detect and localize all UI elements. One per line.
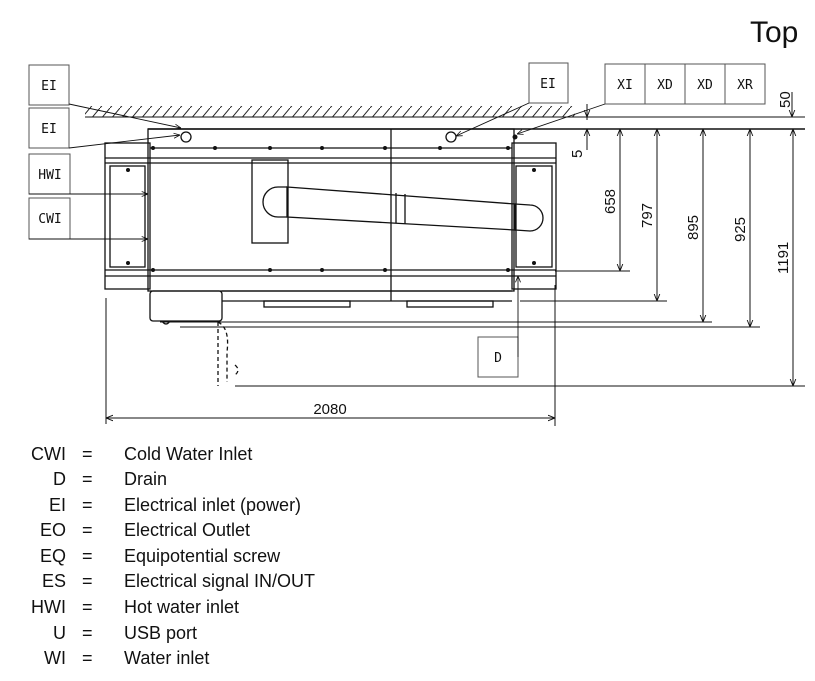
machine-screws bbox=[126, 134, 536, 272]
legend-desc: Hot water inlet bbox=[124, 597, 240, 617]
callout-xd-1: XD bbox=[657, 78, 673, 93]
callout-xd-2: XD bbox=[697, 78, 713, 93]
legend-desc: Cold Water Inlet bbox=[124, 444, 253, 464]
callout-xr: XR bbox=[737, 78, 753, 93]
dim-658: 658 bbox=[602, 189, 619, 214]
legend-eq: = bbox=[82, 648, 93, 668]
legend-desc: Water inlet bbox=[124, 648, 210, 668]
dim-895: 895 bbox=[685, 215, 702, 240]
callout-ei-2: EI bbox=[41, 122, 57, 137]
callout-cwi: CWI bbox=[38, 212, 61, 227]
legend-abbr: HWI bbox=[31, 597, 66, 617]
legend-eq: = bbox=[82, 469, 93, 489]
legend-desc: USB port bbox=[124, 623, 198, 643]
legend-abbr: ES bbox=[41, 571, 66, 591]
callout-hwi: HWI bbox=[38, 168, 61, 183]
legend-desc: Equipotential screw bbox=[124, 546, 281, 566]
legend-abbr: EQ bbox=[39, 546, 66, 566]
view-title: Top bbox=[750, 16, 798, 49]
legend-eq: = bbox=[82, 546, 93, 566]
leader-lines bbox=[29, 102, 606, 357]
legend-desc: Electrical signal IN/OUT bbox=[124, 571, 316, 591]
callout-xi: XI bbox=[617, 78, 633, 93]
legend-eq: = bbox=[82, 444, 93, 464]
legend-eq: = bbox=[82, 623, 93, 643]
dim-50: 50 bbox=[777, 91, 794, 108]
legend-abbr: WI bbox=[44, 648, 66, 668]
callout-drain: D bbox=[494, 351, 502, 366]
legend-eq: = bbox=[82, 571, 93, 591]
dim-1191: 1191 bbox=[775, 242, 792, 274]
callout-ei-top: EI bbox=[540, 77, 556, 92]
legend-eq: = bbox=[82, 597, 93, 617]
legend-abbr: CWI bbox=[31, 444, 66, 464]
dim-5: 5 bbox=[569, 150, 586, 158]
legend-abbr: EI bbox=[48, 495, 66, 515]
legend-desc: Electrical Outlet bbox=[124, 520, 251, 540]
legend-abbr: EO bbox=[39, 520, 66, 540]
legend-eq: = bbox=[82, 520, 93, 540]
callout-boxes bbox=[28, 62, 766, 378]
dim-2080: 2080 bbox=[313, 401, 346, 418]
legend-desc: Drain bbox=[124, 469, 168, 489]
machine-outline bbox=[104, 128, 557, 386]
legend-desc: Electrical inlet (power) bbox=[124, 495, 302, 515]
dim-797: 797 bbox=[639, 203, 656, 228]
wall bbox=[85, 106, 805, 130]
top-view-drawing: Top bbox=[28, 16, 805, 426]
legend-eq: = bbox=[82, 495, 93, 515]
dim-925: 925 bbox=[732, 217, 749, 242]
legend-abbr: U bbox=[53, 623, 66, 643]
dimension-lines bbox=[105, 92, 805, 426]
legend-abbr: D bbox=[53, 469, 66, 489]
callout-ei-1: EI bbox=[41, 79, 57, 94]
